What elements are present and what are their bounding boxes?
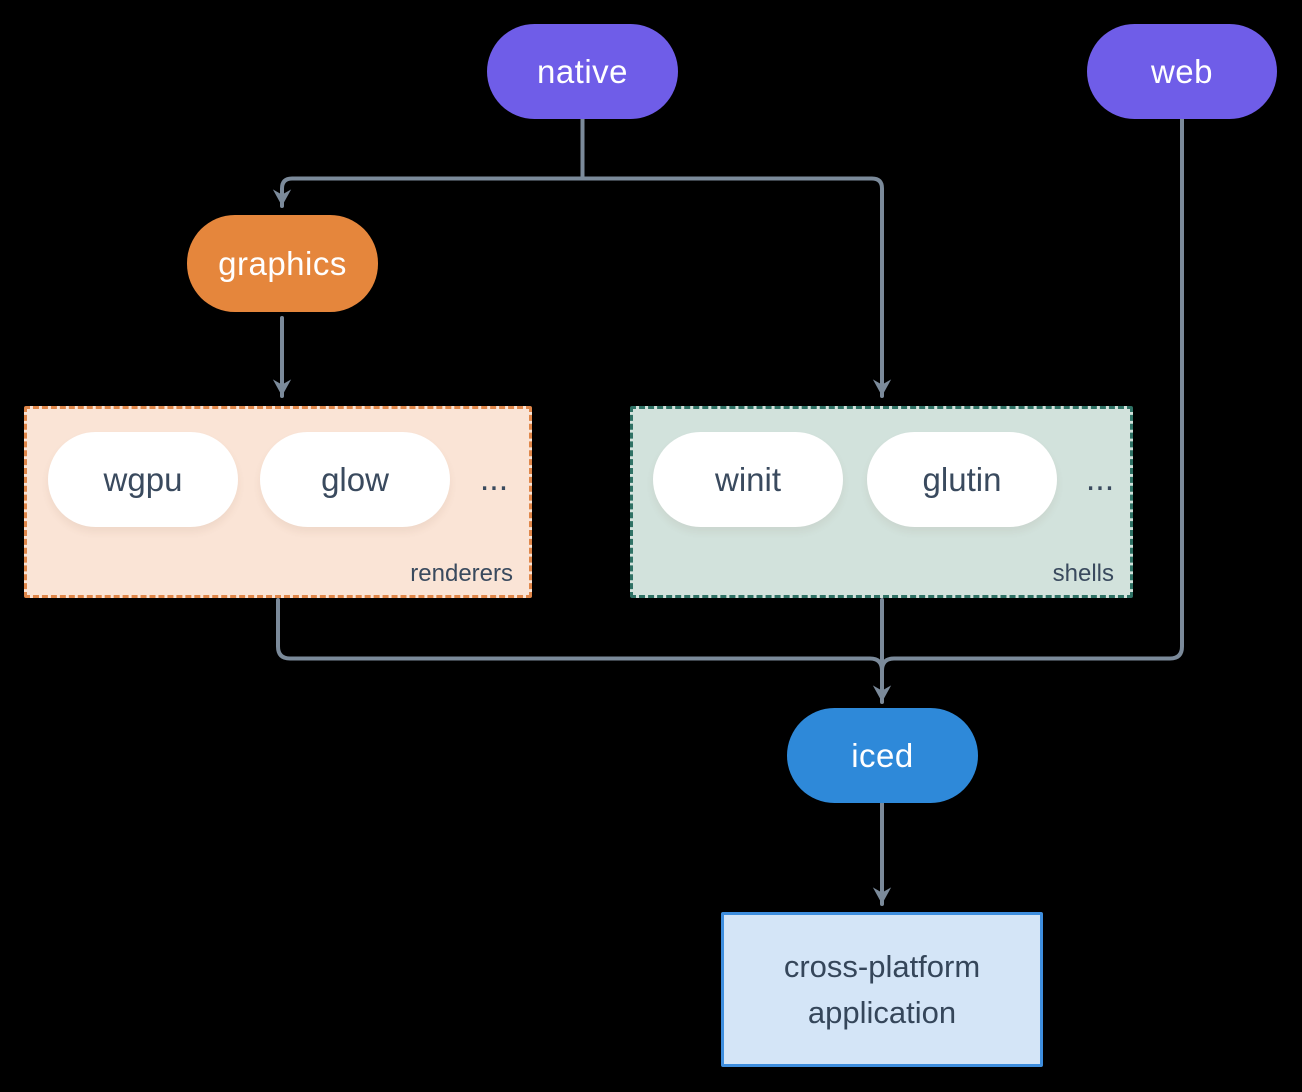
- node-native-label: native: [536, 52, 629, 90]
- node-graphics: graphics: [187, 215, 378, 312]
- pill-winit-label: winit: [714, 460, 782, 498]
- pill-winit: winit: [653, 432, 843, 527]
- cross-platform-application-box: cross-platform application: [721, 912, 1043, 1067]
- pill-glutin-label: glutin: [922, 460, 1002, 498]
- shells-group-label: shells: [1052, 560, 1114, 587]
- node-iced-label: iced: [851, 736, 914, 774]
- pill-wgpu-label: wgpu: [103, 460, 183, 498]
- connector-native-to-shells: [580, 176, 892, 398]
- app-box-label-line1: cross-platform: [783, 948, 981, 984]
- renderers-ellipsis: ...: [479, 460, 509, 498]
- connector-native-to-graphics: [272, 176, 585, 208]
- node-native: native: [487, 24, 678, 119]
- connector-renderers-to-iced: [276, 598, 884, 673]
- node-web: web: [1087, 24, 1277, 119]
- group-renderers: wgpu glow ... renderers: [24, 406, 532, 598]
- node-web-label: web: [1150, 52, 1214, 90]
- pill-glow-label: glow: [321, 460, 389, 498]
- pill-glow: glow: [260, 432, 450, 527]
- node-graphics-label: graphics: [218, 244, 347, 282]
- group-shells: winit glutin ... shells: [630, 406, 1133, 598]
- pill-wgpu: wgpu: [48, 432, 238, 527]
- shells-ellipsis: ...: [1085, 460, 1115, 498]
- renderers-group-label: renderers: [410, 560, 513, 587]
- app-box-label-line2: application: [807, 994, 957, 1030]
- pill-glutin: glutin: [867, 432, 1057, 527]
- node-iced: iced: [787, 708, 978, 803]
